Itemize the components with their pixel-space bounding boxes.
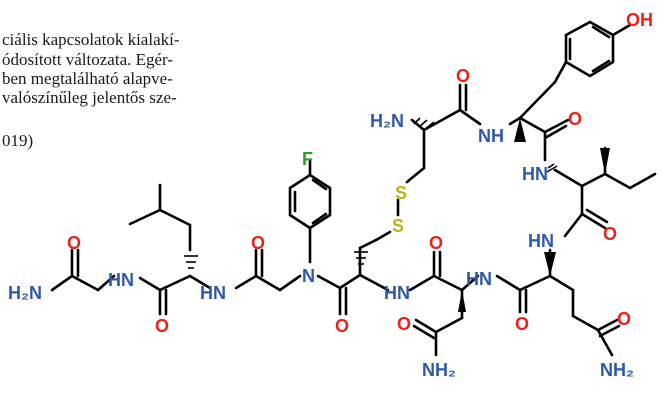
carbonyl-oxygen: O bbox=[568, 109, 582, 129]
text-line-2: ódosított változata. Egér- bbox=[2, 50, 174, 69]
atom-labels: OH F H₂N NH HN HN S S N HN HN H₂N HN HN … bbox=[8, 10, 653, 380]
hashed-bonds bbox=[184, 117, 558, 269]
hydroxyl-label: OH bbox=[626, 10, 653, 30]
amine-label-left: H₂N bbox=[8, 283, 42, 303]
amine-label-top: H₂N bbox=[370, 111, 404, 131]
carbonyl-oxygen: O bbox=[335, 316, 349, 336]
carbonyl-oxygen: O bbox=[251, 233, 265, 253]
asn-amide-nh2: NH₂ bbox=[422, 360, 456, 380]
sulfur-label-2: S bbox=[392, 216, 404, 236]
carbonyl-oxygen: O bbox=[617, 309, 631, 329]
sulfur-label-1: S bbox=[395, 183, 407, 203]
amide-hn-right-2: HN bbox=[528, 231, 554, 251]
aryl-nitrogen-label: N bbox=[302, 266, 315, 286]
fluorine-label: F bbox=[302, 149, 313, 169]
amide-hn-leu: HN bbox=[200, 283, 226, 303]
amide-hn-mid-2: HN bbox=[466, 269, 492, 289]
text-line-1: ciális kapcsolatok kialakí- bbox=[2, 30, 180, 49]
amide-hn-right-1: HN bbox=[522, 164, 548, 184]
gln-amide-nh2: NH₂ bbox=[600, 360, 634, 380]
amide-nh-top: NH bbox=[478, 126, 504, 146]
paragraph-fragment: ciális kapcsolatok kialakí- ódosított vá… bbox=[0, 0, 300, 260]
amide-hn-mid-1: HN bbox=[384, 283, 410, 303]
carbonyl-oxygen: O bbox=[67, 233, 81, 253]
carbonyl-oxygen: O bbox=[397, 314, 411, 334]
text-line-3: ben megtalálható alapve- bbox=[2, 69, 173, 88]
carbonyl-oxygen: O bbox=[429, 233, 443, 253]
carbonyl-oxygen: O bbox=[603, 224, 617, 244]
carbonyl-oxygen: O bbox=[515, 314, 529, 334]
carbonyl-oxygen: O bbox=[155, 316, 169, 336]
bond-network bbox=[50, 20, 657, 357]
text-line-4: valószínűleg jelentős sze- bbox=[2, 88, 177, 107]
carbonyl-oxygen: O bbox=[456, 66, 470, 86]
amide-hn-gly: HN bbox=[108, 270, 134, 290]
text-line-5: 019) bbox=[2, 131, 34, 150]
